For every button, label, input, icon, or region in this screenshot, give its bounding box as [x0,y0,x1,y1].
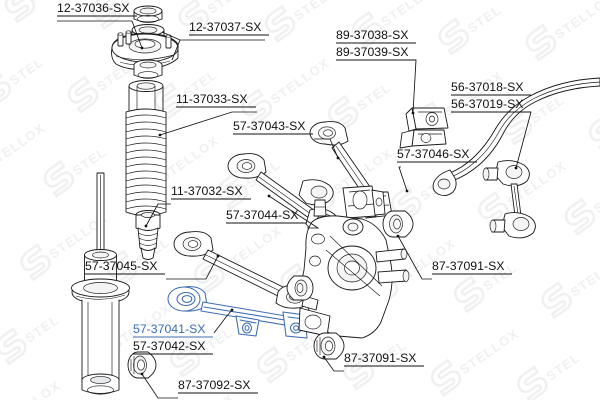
part-label-11-37032[interactable]: 11-37032-SX [171,184,251,200]
part-label-87-37092[interactable]: 87-37092-SX [178,378,258,394]
part-label-12-37037[interactable]: 12-37037-SX [189,20,269,36]
part-label-57-37044[interactable]: 57-37044-SX [226,208,306,224]
knuckle-hub-carrier [298,179,410,339]
part-label-57-37046[interactable]: 57-37046-SX [397,147,477,163]
label-text: 87-37091-SX [344,351,416,365]
label-text: 87-37091-SX [432,259,504,273]
label-text: 12-37036-SX [57,1,129,15]
part-labels: 12-37036-SX 12-37037-SX 11-37033-SX 11-3… [57,1,531,394]
label-text: 57-37043-SX [233,119,305,133]
label-text: 56-37018-SX [451,80,523,94]
label-text: 12-37037-SX [189,20,261,34]
label-text: 57-37044-SX [226,208,298,222]
arm-bushing-lower [313,332,345,360]
strut-top-mount-assembly [111,5,179,79]
label-text: 57-37046-SX [397,147,469,161]
stabilizer-bushing-bracket [399,107,449,149]
part-label-56-37018[interactable]: 56-37018-SX [451,80,531,96]
stabilizer-link [482,160,536,239]
arm-bushing-upper [382,210,414,238]
part-label-57-37041-highlighted[interactable]: 57-37041-SX [133,322,213,338]
label-text: 56-37019-SX [451,97,523,111]
label-text: 89-37038-SX [336,28,408,42]
label-text: 11-37032-SX [171,184,243,198]
label-text: 11-37033-SX [176,92,248,106]
shock-absorber [71,172,130,395]
knuckle-side-bushing [286,275,314,301]
part-label-11-37033[interactable]: 11-37033-SX [176,92,256,108]
part-label-89-37038[interactable]: 89-37038-SX [336,28,416,44]
part-label-12-37036[interactable]: 12-37036-SX [57,1,137,17]
label-text: 89-37039-SX [336,45,408,59]
part-label-87-37091-upper[interactable]: 87-37091-SX [432,259,512,275]
label-text: 57-37042-SX [133,339,205,353]
part-label-57-37042[interactable]: 57-37042-SX [133,339,213,355]
part-label-56-37019[interactable]: 56-37019-SX [451,97,531,113]
part-label-89-37039[interactable]: 89-37039-SX [336,45,416,61]
part-label-87-37091-lower[interactable]: 87-37091-SX [344,351,424,367]
shock-absorber-bushing [127,351,157,379]
part-label-57-37045[interactable]: 57-37045-SX [85,259,165,275]
part-label-57-37043[interactable]: 57-37043-SX [233,119,313,135]
label-text: 57-37041-SX [133,322,205,336]
label-text: 87-37092-SX [178,378,250,392]
stabilizer-bar [432,77,600,197]
label-text: 57-37045-SX [85,259,157,273]
shock-absorber-boot [125,80,167,216]
